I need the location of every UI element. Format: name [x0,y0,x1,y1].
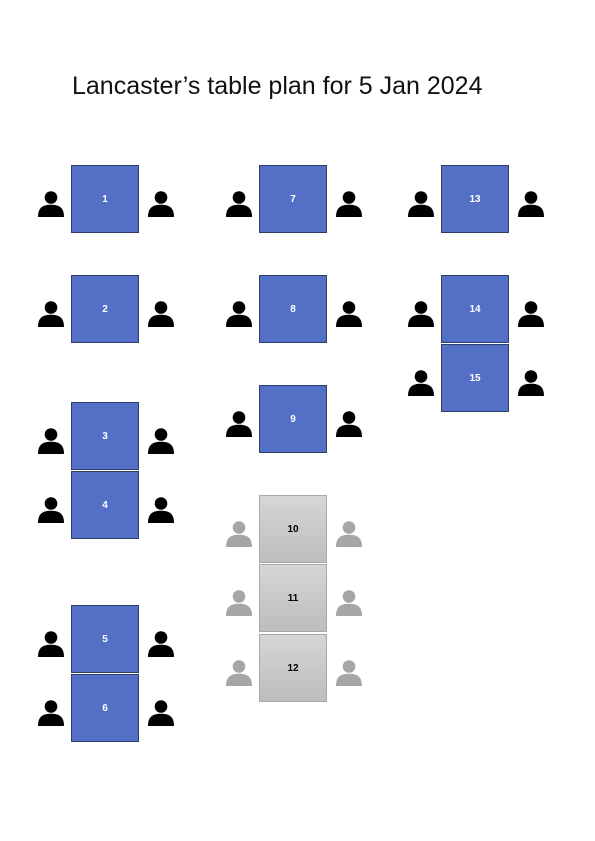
person-icon [225,519,253,547]
table-label: 11 [287,592,299,604]
table-label: 14 [469,303,481,315]
table-13: 13 [441,165,509,233]
table-2: 2 [71,275,139,343]
person-icon [225,588,253,616]
page-title: Lancaster’s table plan for 5 Jan 2024 [72,72,483,100]
person-icon [517,189,545,217]
table-7: 7 [259,165,327,233]
person-icon [335,658,363,686]
table-label: 12 [287,662,299,674]
table-label: 6 [102,702,108,714]
table-6: 6 [71,674,139,742]
table-label: 13 [469,193,481,205]
person-icon [335,409,363,437]
person-icon [37,299,65,327]
person-icon [147,189,175,217]
person-icon [147,629,175,657]
table-10: 10 [259,495,327,563]
table-label: 5 [102,633,108,645]
table-label: 8 [290,303,296,315]
person-icon [407,299,435,327]
table-11: 11 [259,564,327,632]
table-1: 1 [71,165,139,233]
table-label: 2 [102,303,108,315]
person-icon [37,698,65,726]
person-icon [335,299,363,327]
person-icon [225,299,253,327]
person-icon [37,629,65,657]
table-label: 1 [102,193,108,205]
person-icon [147,698,175,726]
table-12: 12 [259,634,327,702]
person-icon [335,519,363,547]
table-15: 15 [441,344,509,412]
table-label: 7 [290,193,296,205]
table-14: 14 [441,275,509,343]
person-icon [225,189,253,217]
table-9: 9 [259,385,327,453]
table-8: 8 [259,275,327,343]
person-icon [335,189,363,217]
person-icon [335,588,363,616]
table-label: 15 [469,372,481,384]
table-3: 3 [71,402,139,470]
person-icon [517,299,545,327]
person-icon [147,426,175,454]
table-label: 10 [287,523,299,535]
table-label: 3 [102,430,108,442]
table-label: 4 [102,499,108,511]
table-4: 4 [71,471,139,539]
person-icon [225,409,253,437]
table-5: 5 [71,605,139,673]
person-icon [147,495,175,523]
person-icon [517,368,545,396]
person-icon [37,189,65,217]
person-icon [37,426,65,454]
person-icon [147,299,175,327]
person-icon [407,189,435,217]
person-icon [37,495,65,523]
person-icon [407,368,435,396]
person-icon [225,658,253,686]
table-label: 9 [290,413,296,425]
